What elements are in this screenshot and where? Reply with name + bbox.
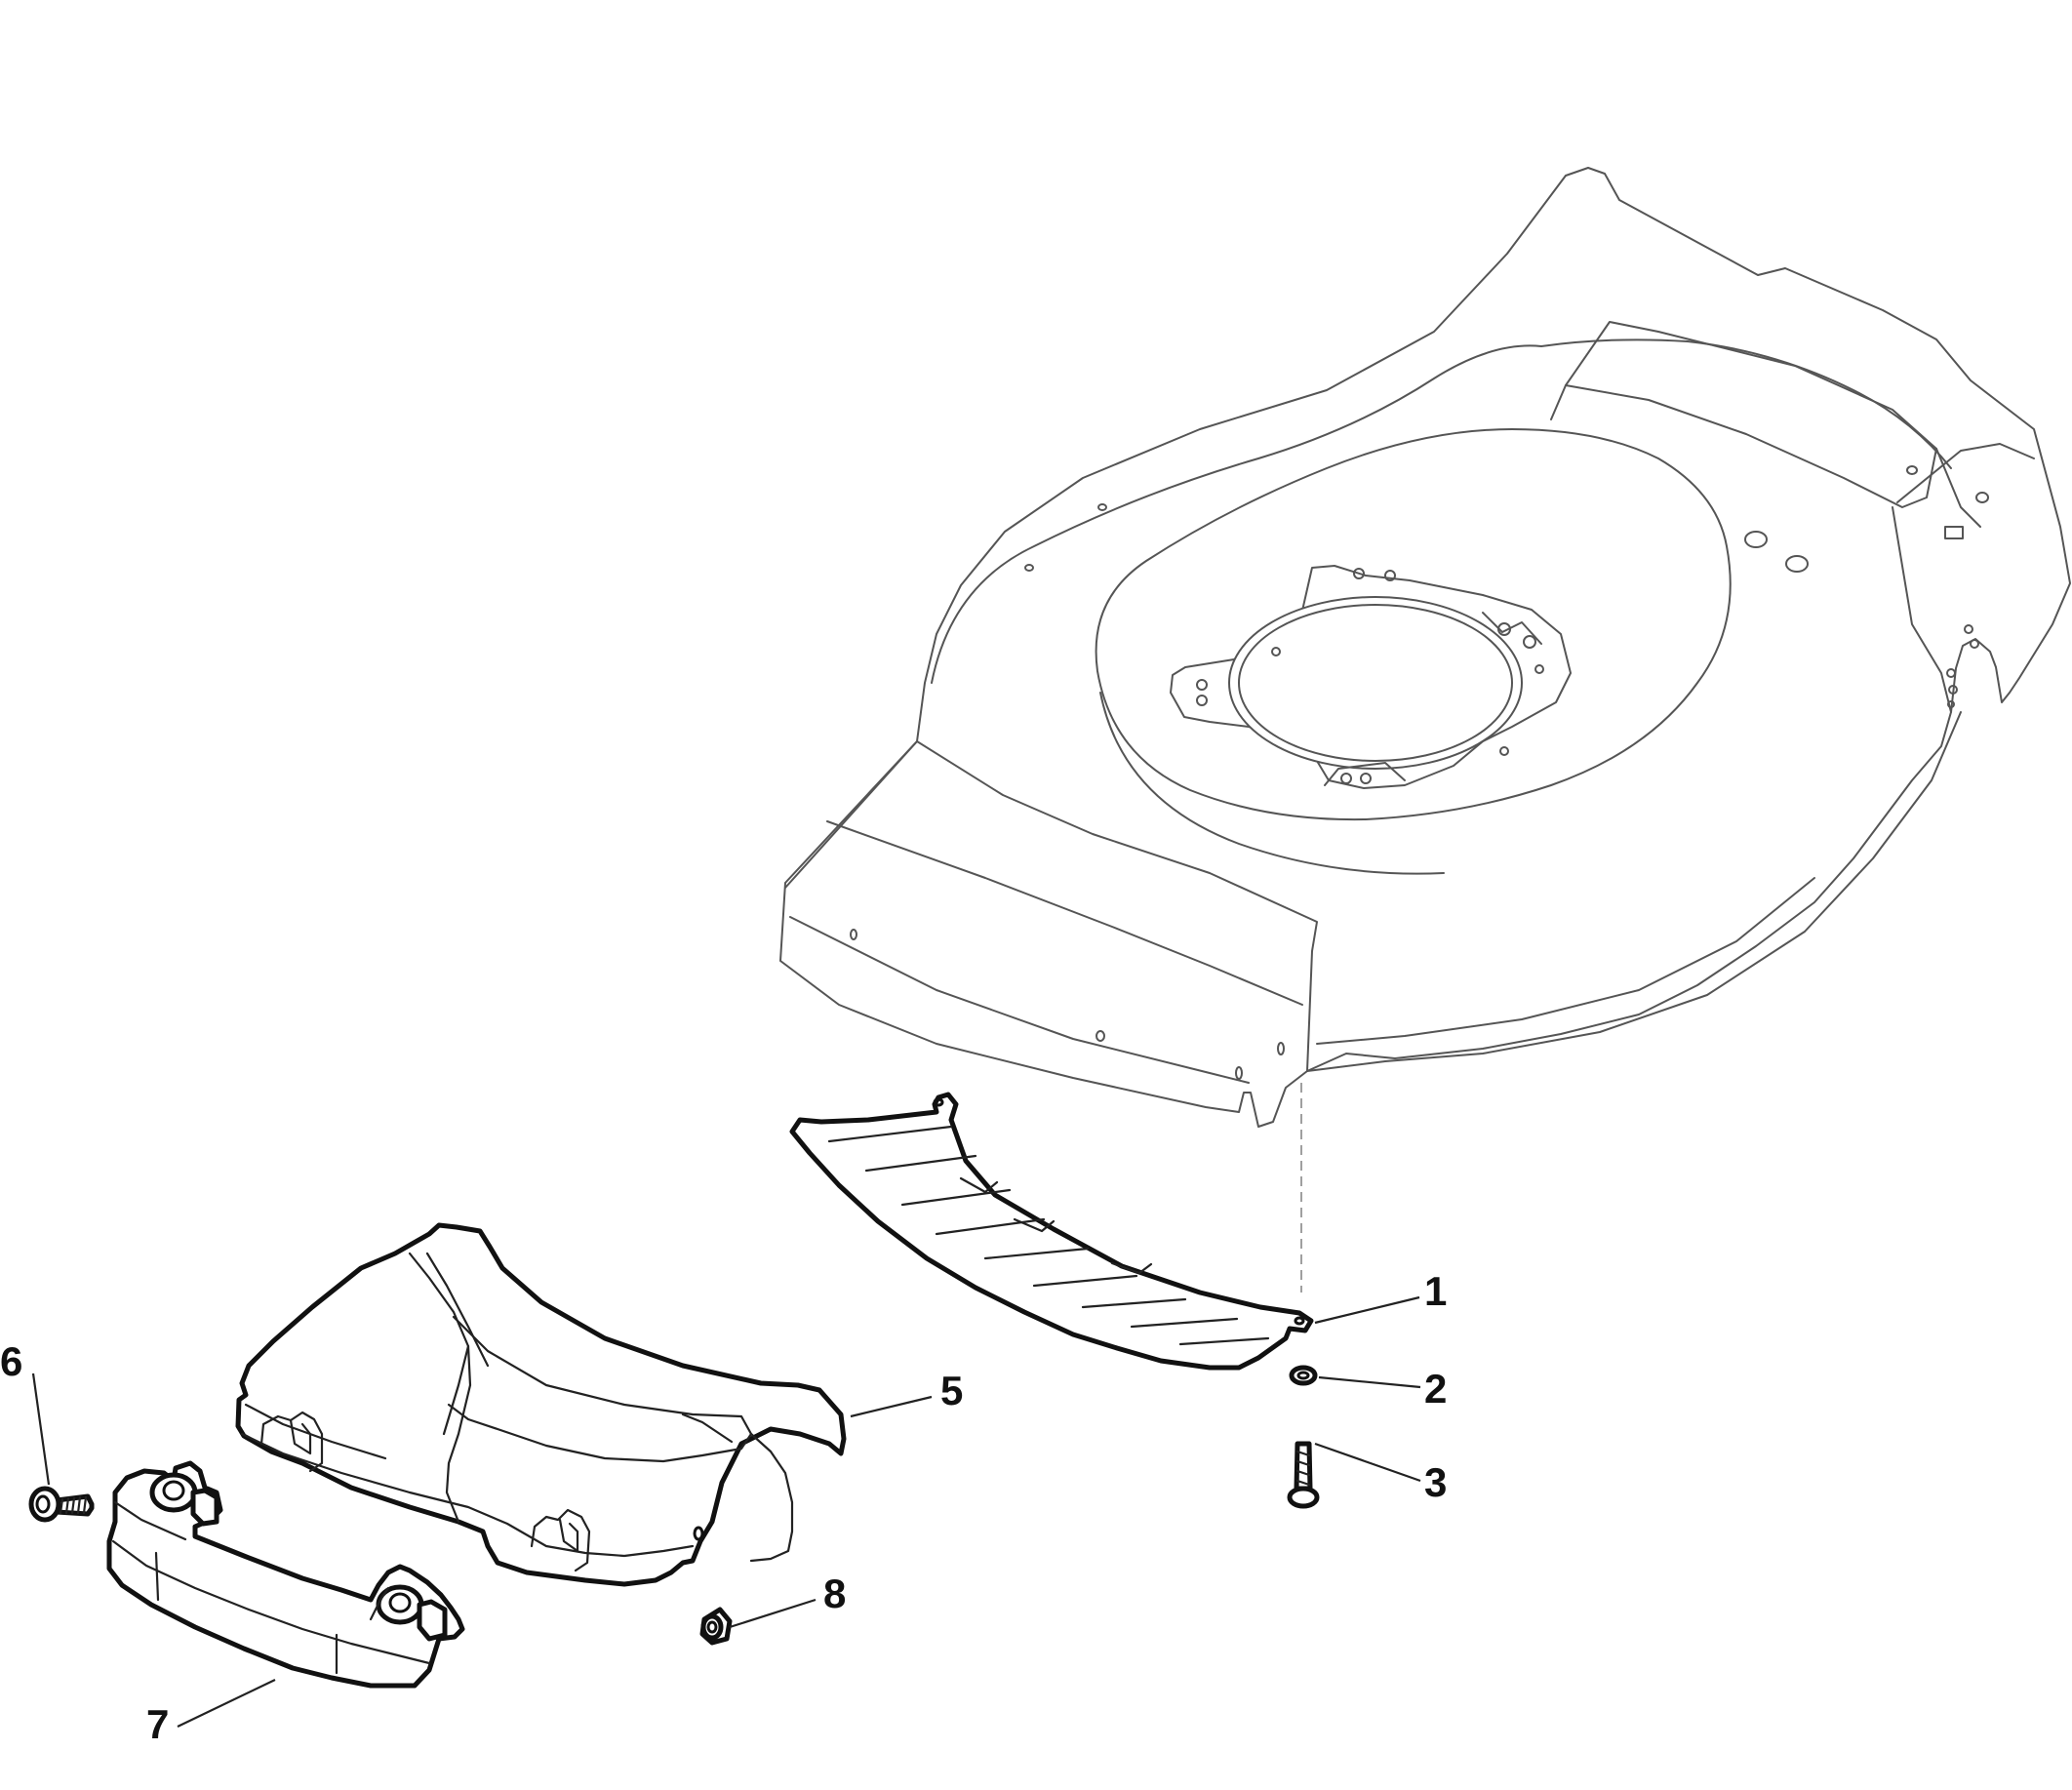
leader-lines	[31, 1295, 1421, 1728]
bolt-icon	[28, 1486, 95, 1523]
motor-mount-hole-inner	[1238, 604, 1513, 762]
bumper-post-left	[149, 1472, 198, 1513]
front-cover-right-wing	[749, 1432, 794, 1563]
deflector-plate-ribs	[827, 1125, 1270, 1346]
deck-side-panel	[1892, 506, 1952, 713]
deck-rear-chute	[1565, 321, 1937, 508]
deck-front-rim	[789, 916, 1250, 1084]
front-cover-body	[235, 1222, 847, 1587]
leader-1	[1314, 1295, 1420, 1325]
deck-right-rim	[1306, 711, 1962, 1072]
deck-side-panel-top	[1896, 443, 2035, 503]
front-cover-panel	[447, 1315, 753, 1463]
nut-icon	[699, 1607, 733, 1646]
washer-icon	[1289, 1365, 1318, 1386]
deflector-plate-hole-right	[1294, 1316, 1305, 1326]
screw-icon	[1287, 1441, 1320, 1509]
mower-deck	[779, 167, 2071, 1128]
callout-5: 5	[940, 1368, 963, 1413]
motor-mount-tab-right	[1482, 612, 1542, 645]
deck-rear-chute-edge	[1550, 384, 1981, 528]
deck-right-rim-inner	[1316, 877, 1815, 1045]
front-cover-bottom-rim-2	[244, 1403, 387, 1460]
callout-8: 8	[823, 1571, 846, 1616]
front-cover-panel-inner	[442, 1344, 470, 1436]
motor-mount-tab-front	[1324, 762, 1406, 786]
bumper-top-edge	[113, 1500, 187, 1541]
leader-7	[177, 1679, 276, 1728]
callout-labels: 1 2 3 5 6 7 8	[0, 1268, 1447, 1747]
leader-5	[850, 1395, 933, 1418]
deck-front-lip	[784, 740, 1318, 1072]
callout-6: 6	[0, 1338, 22, 1384]
deck-inner-bowl-lower	[1099, 692, 1445, 875]
front-cover-icon	[235, 1222, 847, 1587]
leader-8	[729, 1598, 817, 1629]
bumper-front-edge	[111, 1539, 431, 1665]
leader-3	[1314, 1442, 1421, 1483]
front-cover-inner-ridge	[408, 1252, 472, 1524]
callout-3: 3	[1424, 1459, 1447, 1505]
leader-2	[1318, 1375, 1421, 1389]
deck-top-ridge	[931, 338, 1952, 684]
callout-7: 7	[146, 1701, 169, 1747]
bumper-segment-line	[154, 1551, 339, 1675]
motor-mount-hole	[1228, 596, 1523, 770]
front-cover-hole	[693, 1526, 704, 1541]
deflector-plate-hole-left	[933, 1097, 944, 1107]
front-cover-boss-right	[530, 1508, 591, 1572]
front-cover-inner-ridge-2	[425, 1252, 490, 1368]
motor-mount-holes	[1196, 568, 1544, 784]
deflector-plate-icon	[789, 1092, 1314, 1371]
callout-1: 1	[1424, 1268, 1447, 1314]
deck-front-lip-inner	[826, 820, 1303, 1006]
front-cover-bottom-rim	[240, 1432, 695, 1558]
callout-2: 2	[1424, 1366, 1447, 1412]
leader-6	[31, 1372, 51, 1486]
deck-holes	[850, 465, 1989, 1080]
bumper-icon	[106, 1460, 465, 1689]
front-cover-boss-left	[259, 1411, 324, 1473]
deck-inner-bowl	[1095, 428, 1732, 821]
